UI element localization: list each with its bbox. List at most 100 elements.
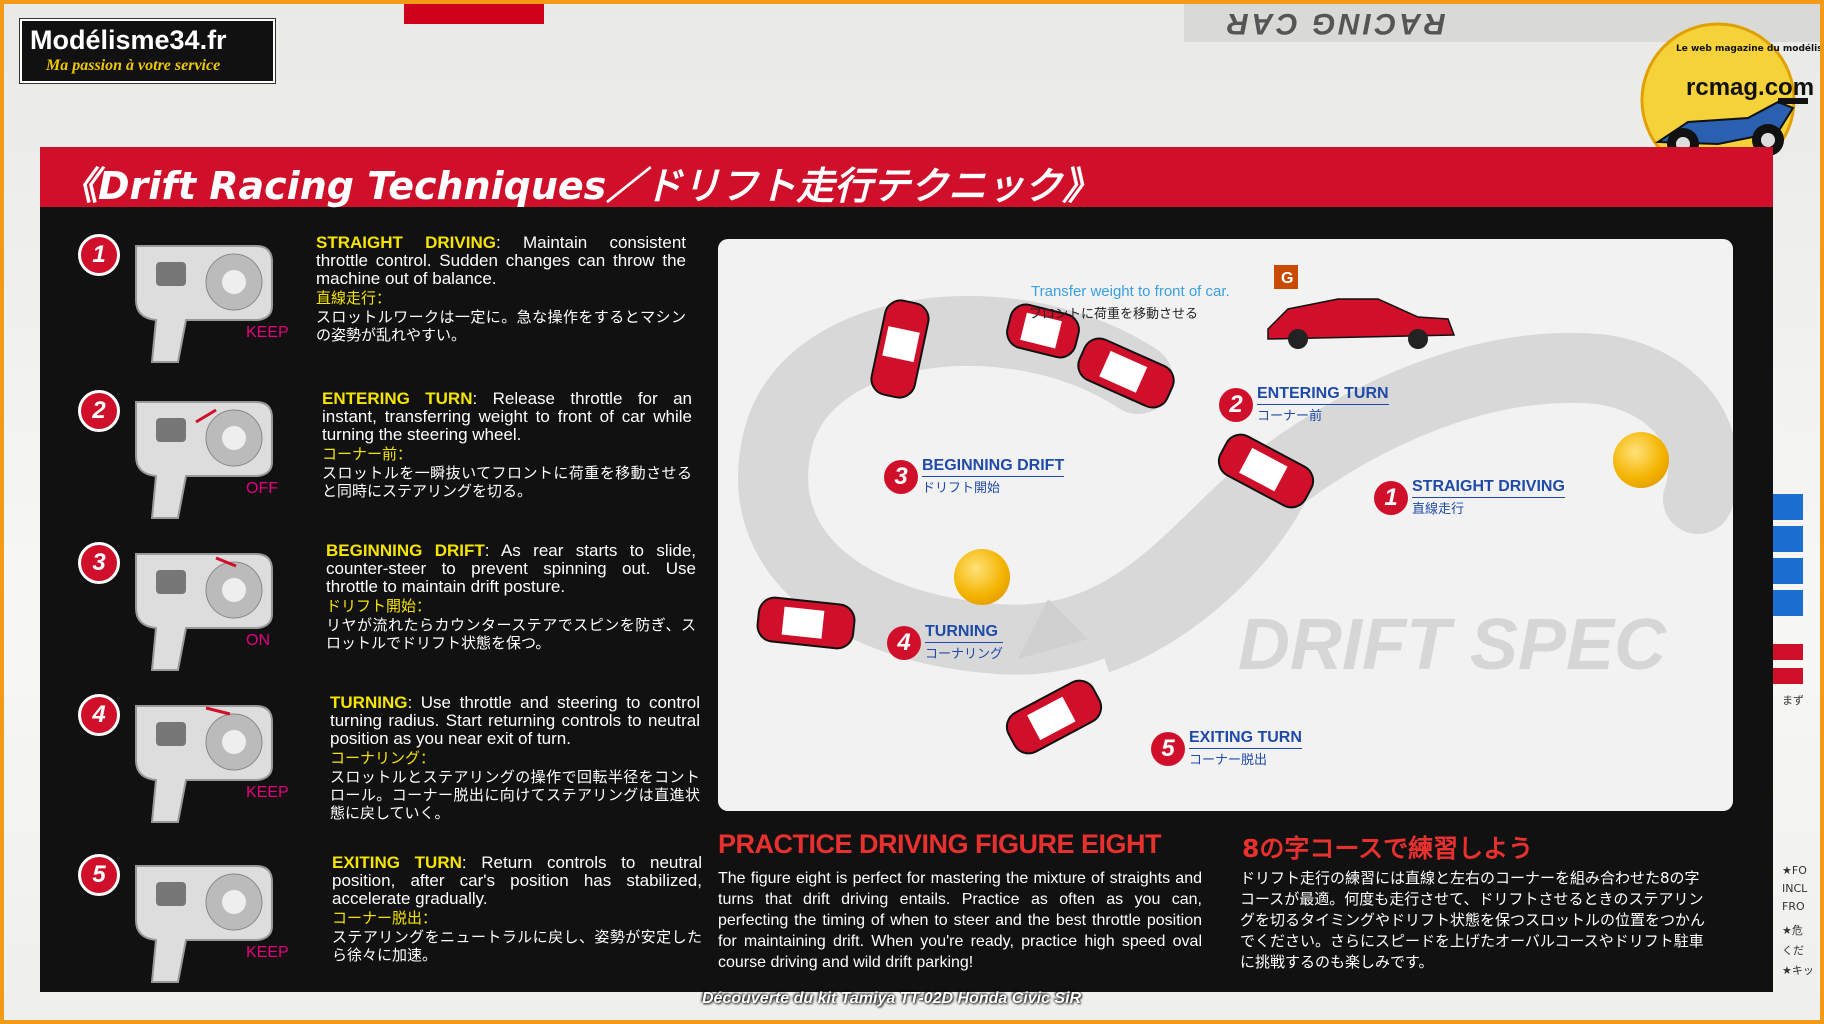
step-body-jp: スロットルワークは一定に。急な操作をするとマシンの姿勢が乱れやすい。 — [316, 309, 686, 344]
step-body: : Release throttle for an instant, trans… — [322, 389, 692, 444]
step-5: 5 KEEP EXITING TURN: Return controls to … — [68, 846, 708, 983]
step-heading: STRAIGHT DRIVING — [316, 233, 496, 252]
step-body-jp: ステアリングをニュートラルに戻し、姿勢が安定したら徐々に加速。 — [332, 929, 702, 964]
g-marker — [1274, 265, 1298, 289]
drift-spec-watermark: DRIFT SPEC — [1238, 605, 1667, 685]
label-en: STRAIGHT DRIVING — [1412, 478, 1565, 495]
car-icon — [1217, 433, 1315, 509]
label-jp: ドリフト開始 — [922, 476, 1065, 496]
logo-tagline: Ma passion à votre service — [46, 57, 221, 74]
car-icon — [1077, 337, 1175, 409]
step-4: 4 KEEP TURNING: Use throttle and steerin… — [68, 686, 708, 836]
step-1: 1 KEEP STRAIGHT DRIVING: Maintain consis… — [68, 226, 708, 376]
rcmag-arc-text: Le web magazine du modélisme — [1676, 44, 1824, 54]
throttle-hint: KEEP — [246, 784, 289, 801]
cone-left — [954, 549, 1010, 605]
side-text: くだ — [1782, 944, 1804, 957]
label-jp: コーナリング — [925, 642, 1004, 662]
g-mark: G — [1281, 270, 1293, 287]
car-icon — [1006, 303, 1080, 359]
step-number: 3 — [78, 542, 120, 584]
side-color-tab — [1773, 590, 1803, 616]
label-jp: コーナー脱出 — [1189, 748, 1302, 768]
side-color-tab — [1773, 526, 1803, 552]
figure-eight-track: G DRIFT SPEC — [738, 265, 1733, 755]
throttle-hint: KEEP — [246, 324, 289, 341]
car-icon — [1005, 679, 1103, 755]
step-body: : As rear starts to slide, counter-steer… — [326, 541, 696, 596]
step-body-jp: スロットルとステアリングの操作で回転半径をコントロール。コーナー脱出に向けてステ… — [330, 769, 700, 822]
weight-transfer-note: Transfer weight to front of car. — [1031, 283, 1230, 300]
page-title: 《Drift Racing Techniques／ドリフト走行テクニック》 — [60, 164, 1101, 208]
step-heading-jp: コーナー前： — [322, 446, 413, 463]
step-body: : Maintain consistent throttle control. … — [316, 233, 687, 288]
title-bar: 《Drift Racing Techniques／ドリフト走行テクニック》 — [40, 147, 1773, 208]
label-jp: コーナー前 — [1257, 404, 1389, 424]
car-icon — [756, 596, 856, 650]
step-heading: ENTERING TURN — [322, 389, 473, 408]
step-heading-jp: コーナー脱出： — [332, 910, 438, 927]
step-heading: BEGINNING DRIFT — [326, 541, 485, 560]
car-icon — [870, 299, 930, 399]
side-text: まず — [1782, 694, 1804, 707]
rcmag-badge: rcmag.com Le web magazine du modélisme — [1628, 22, 1820, 182]
step-2: 2 OFF ENTERING TURN: Release throttle fo… — [68, 382, 708, 532]
label-jp: 直線走行 — [1412, 497, 1565, 517]
step-text: BEGINNING DRIFT: As rear starts to slide… — [326, 542, 696, 653]
step-text: STRAIGHT DRIVING: Maintain consistent th… — [316, 234, 686, 345]
label-en: EXITING TURN — [1189, 729, 1302, 746]
label-en: ENTERING TURN — [1257, 385, 1389, 402]
practice-text: The figure eight is perfect for masterin… — [718, 870, 1202, 971]
step-body-jp: リヤが流れたらカウンターステアでスピンを防ぎ、スロットルでドリフト状態を保つ。 — [326, 617, 696, 652]
label-en: BEGINNING DRIFT — [922, 457, 1065, 474]
label-number: 3 — [884, 459, 918, 494]
label-en: TURNING — [925, 623, 998, 640]
label-number: 1 — [1374, 480, 1408, 515]
site-logo[interactable]: Modélisme34.fr Ma passion à votre servic… — [20, 19, 275, 83]
logo-name: Modélisme34.fr — [30, 25, 227, 55]
weight-transfer-note-jp: フロントに荷重を移動させる — [1029, 307, 1199, 322]
label-number: 4 — [887, 625, 921, 660]
step-number: 2 — [78, 390, 120, 432]
practice-heading-jp: 8の字コースで練習しよう — [1242, 834, 1534, 863]
side-text: ★FO — [1782, 864, 1807, 877]
step-text: ENTERING TURN: Release throttle for an i… — [322, 390, 692, 501]
throttle-hint: KEEP — [246, 944, 289, 961]
side-color-tab — [1773, 494, 1803, 520]
throttle-hint: OFF — [246, 480, 278, 497]
transmitter-icon — [135, 245, 273, 363]
step-heading: TURNING — [330, 693, 408, 712]
step-text: TURNING: Use throttle and steering to co… — [330, 694, 700, 823]
step-heading-jp: ドリフト開始： — [326, 598, 432, 615]
step-body-jp: スロットルを一瞬抜いてフロントに荷重を移動させると同時にステアリングを切る。 — [322, 465, 692, 500]
step-number: 5 — [78, 854, 120, 896]
step-heading-jp: コーナリング： — [330, 750, 436, 767]
step-number: 1 — [78, 234, 120, 276]
box-top-red-band — [404, 4, 544, 24]
box-top-text: RACING CAR — [1224, 7, 1446, 40]
transmitter-icon — [135, 401, 273, 519]
step-number: 4 — [78, 694, 120, 736]
step-body: : Use throttle and steering to control t… — [330, 693, 700, 748]
label-number: 5 — [1151, 731, 1185, 766]
step-body: : Return controls to neutral position, a… — [332, 853, 702, 908]
rcmag-brand: rcmag.com — [1686, 74, 1815, 101]
practice-heading: PRACTICE DRIVING FIGURE EIGHT — [718, 829, 1162, 859]
side-text: ★危 — [1782, 924, 1803, 937]
side-color-tab — [1773, 644, 1803, 660]
label-number: 2 — [1219, 387, 1253, 422]
step-text: EXITING TURN: Return controls to neutral… — [332, 854, 702, 965]
side-text: FRO — [1782, 900, 1805, 913]
figure-eight-diagram: G DRIFT SPEC — [718, 239, 1733, 811]
practice-text-jp: ドリフト走行の練習には直線と左右のコーナーを組み合わせた8の字コースが最適。何度… — [1240, 869, 1706, 971]
transmitter-icon — [135, 705, 273, 823]
step-heading-jp: 直線走行： — [316, 290, 392, 307]
cone-right — [1613, 432, 1669, 488]
photo-caption: Découverte du kit Tamiya TT-02D Honda Ci… — [702, 990, 1082, 1007]
side-color-tab — [1773, 558, 1803, 584]
